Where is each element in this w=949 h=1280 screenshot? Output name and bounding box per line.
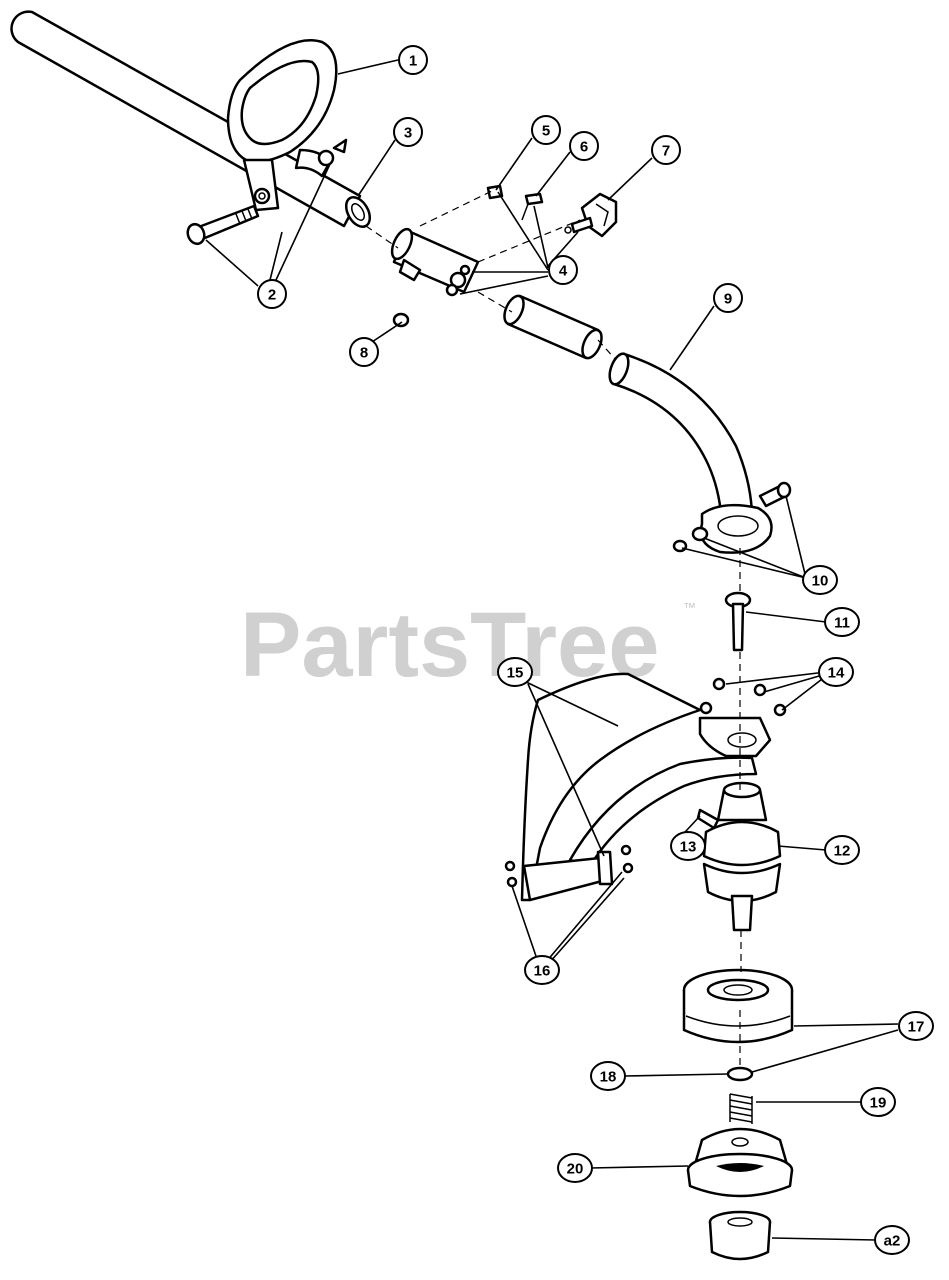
guard: [520, 672, 772, 902]
callout-11[interactable]: 11: [824, 607, 860, 637]
svg-text:4: 4: [559, 263, 568, 280]
svg-text:9: 9: [724, 291, 732, 308]
callout-6[interactable]: 6: [569, 131, 599, 161]
svg-text:20: 20: [567, 1161, 584, 1178]
spool-cap: [686, 1127, 794, 1198]
callout-1[interactable]: 1: [398, 45, 428, 75]
callout-12[interactable]: 12: [824, 835, 860, 865]
callout-17[interactable]: 17: [898, 1011, 934, 1041]
callout-4[interactable]: 4: [548, 255, 578, 285]
connector-tube: [503, 294, 603, 360]
spool-housing: [682, 968, 794, 1044]
callout-3[interactable]: 3: [393, 117, 423, 147]
washer: [726, 1066, 754, 1082]
knob: [564, 192, 618, 238]
callout-20[interactable]: 20: [557, 1153, 593, 1183]
callout-a2[interactable]: a2: [874, 1225, 910, 1255]
fasteners-top: [392, 184, 544, 328]
svg-text:6: 6: [580, 139, 588, 156]
callout-8[interactable]: 8: [349, 337, 379, 367]
leader-lines: [205, 59, 899, 1241]
svg-text:18: 18: [600, 1069, 617, 1086]
callout-15[interactable]: 15: [497, 657, 533, 687]
svg-text:7: 7: [662, 143, 670, 160]
callout-9[interactable]: 9: [713, 283, 743, 313]
callout-10[interactable]: 10: [802, 565, 838, 595]
svg-text:19: 19: [870, 1095, 887, 1112]
svg-text:8: 8: [360, 345, 368, 362]
spring: [729, 1093, 753, 1124]
bolt: [186, 204, 260, 246]
watermark-trademark: ™: [683, 600, 696, 615]
svg-text:1: 1: [409, 53, 417, 70]
alignment-lines: [365, 189, 742, 1068]
coupler-assembly: [390, 227, 480, 297]
drive-pin: [724, 591, 752, 652]
callout-5[interactable]: 5: [531, 115, 561, 145]
svg-text:14: 14: [828, 665, 845, 682]
callout-19[interactable]: 19: [860, 1087, 896, 1117]
svg-text:15: 15: [507, 665, 524, 682]
lower-shaft: [608, 352, 773, 554]
svg-text:5: 5: [542, 123, 550, 140]
svg-text:16: 16: [534, 963, 551, 980]
callout-7[interactable]: 7: [651, 135, 681, 165]
callout-14[interactable]: 14: [818, 657, 854, 687]
screws-16: [504, 844, 634, 888]
screws-14: [699, 677, 787, 717]
svg-text:3: 3: [404, 125, 412, 142]
callout-18[interactable]: 18: [590, 1061, 626, 1091]
svg-text:10: 10: [812, 573, 829, 590]
callout-13[interactable]: 13: [670, 831, 706, 861]
handle-assembly: [226, 39, 348, 212]
svg-text:17: 17: [908, 1019, 925, 1036]
svg-text:a2: a2: [884, 1233, 901, 1250]
svg-text:2: 2: [268, 287, 276, 304]
callout-16[interactable]: 16: [524, 955, 560, 985]
svg-text:13: 13: [680, 839, 697, 856]
locking-nut: [708, 1210, 772, 1261]
svg-text:12: 12: [834, 843, 851, 860]
gearhead: [696, 781, 782, 932]
svg-text:11: 11: [834, 615, 850, 632]
callout-2[interactable]: 2: [257, 279, 287, 309]
